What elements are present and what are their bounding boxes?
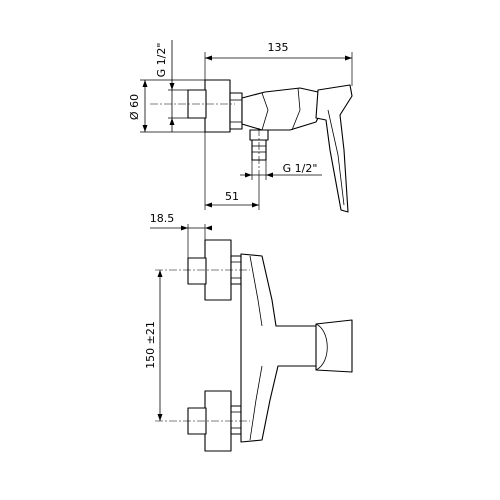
side-hex-nut xyxy=(229,92,243,130)
side-view: 135 G 1/2" Ø 60 G 1/2" xyxy=(128,40,353,213)
side-flange xyxy=(204,79,231,133)
dim-inlet-thread-top: G 1/2" xyxy=(155,43,168,78)
dim-inlet-spacing: 150 ±21 xyxy=(144,321,157,369)
dim-flange-diameter: Ø 60 xyxy=(128,94,141,120)
dim-outlet-thread: G 1/2" xyxy=(283,162,318,175)
dim-overall-length: 135 xyxy=(268,41,289,54)
front-lower-nut xyxy=(230,405,242,435)
side-mixer-body xyxy=(241,87,323,131)
front-upper-inlet xyxy=(187,257,207,285)
dim-outlet-offset: 51 xyxy=(225,190,239,203)
front-mixer-body xyxy=(240,253,319,443)
front-view: 18.5 150 ±21 xyxy=(144,212,353,452)
dim-inlet-depth: 18.5 xyxy=(150,212,175,225)
side-lever-handle xyxy=(315,84,353,213)
